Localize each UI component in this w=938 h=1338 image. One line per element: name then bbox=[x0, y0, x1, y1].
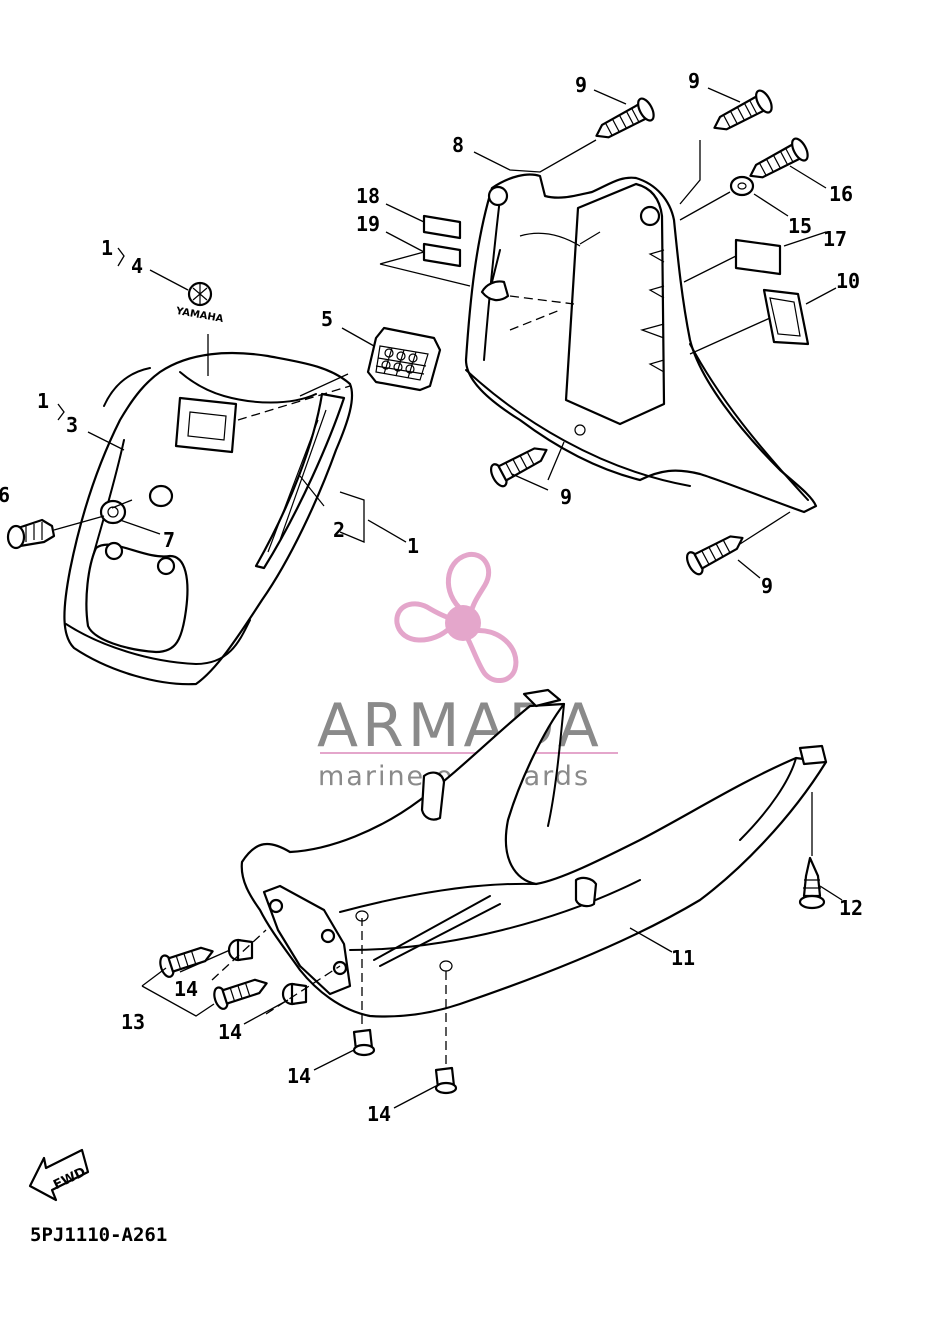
fwd-arrow-icon: FWD bbox=[28, 1148, 90, 1202]
screw-9-middle bbox=[489, 447, 548, 488]
screw-6 bbox=[6, 518, 56, 550]
callout-14: 14 bbox=[174, 977, 198, 1001]
seal-10 bbox=[762, 288, 810, 346]
footrest-board bbox=[240, 688, 828, 1018]
callout-9: 9 bbox=[575, 73, 587, 97]
screw-9-lower bbox=[685, 535, 744, 576]
callout-6: 6 bbox=[0, 483, 10, 507]
callout-3: 3 bbox=[66, 413, 78, 437]
diagram-code: 5PJ1110-A261 bbox=[30, 1224, 167, 1246]
callout-1: 1 bbox=[37, 389, 49, 413]
callout-15: 15 bbox=[788, 214, 812, 238]
emblem-text: YAMAHA bbox=[174, 306, 224, 325]
grille-part bbox=[366, 326, 442, 392]
callout-5: 5 bbox=[321, 307, 333, 331]
callout-9: 9 bbox=[560, 485, 572, 509]
grommet-14-b bbox=[281, 982, 308, 1006]
callout-labels: 9 9 8 16 18 19 15 17 1 4 10 5 1 3 9 6 2 … bbox=[0, 69, 863, 1126]
callout-16: 16 bbox=[829, 182, 853, 206]
callout-9: 9 bbox=[761, 574, 773, 598]
leader-lines bbox=[53, 87, 843, 1109]
screw-12 bbox=[798, 856, 826, 910]
decal-17 bbox=[734, 238, 782, 276]
callout-1: 1 bbox=[101, 236, 113, 260]
screw-16 bbox=[749, 137, 809, 179]
callout-10: 10 bbox=[836, 269, 860, 293]
grommet-14-c bbox=[352, 1028, 376, 1057]
callout-4: 4 bbox=[131, 254, 143, 278]
callout-12: 12 bbox=[839, 896, 863, 920]
armada-watermark: ARMADA marine outboards bbox=[317, 551, 618, 792]
callout-9: 9 bbox=[688, 69, 700, 93]
grommet-14-d bbox=[434, 1066, 458, 1095]
callout-11: 11 bbox=[671, 946, 695, 970]
decals-group bbox=[422, 175, 810, 346]
callout-14: 14 bbox=[287, 1064, 311, 1088]
decal-19 bbox=[422, 242, 462, 268]
washer-7 bbox=[99, 499, 127, 525]
callout-8: 8 bbox=[452, 133, 464, 157]
propeller-logo bbox=[394, 551, 519, 683]
screw-9-top-left bbox=[595, 97, 655, 139]
screw-9-top-right bbox=[713, 89, 773, 131]
callout-7: 7 bbox=[163, 528, 175, 552]
leg-shield-front bbox=[63, 351, 354, 686]
screw-13-upper bbox=[159, 946, 214, 978]
callout-18: 18 bbox=[356, 184, 380, 208]
callout-17: 17 bbox=[823, 227, 847, 251]
yamaha-emblem: YAMAHA bbox=[174, 281, 224, 325]
collar-15 bbox=[729, 175, 755, 197]
callout-13: 13 bbox=[121, 1010, 145, 1034]
grommet-14-a bbox=[227, 938, 254, 962]
callout-14: 14 bbox=[218, 1020, 242, 1044]
screw-13-lower bbox=[213, 978, 268, 1010]
decal-18 bbox=[422, 214, 462, 240]
callout-2: 2 bbox=[333, 518, 345, 542]
callout-14: 14 bbox=[367, 1102, 391, 1126]
callout-19: 19 bbox=[356, 212, 380, 236]
inner-panel bbox=[464, 173, 818, 514]
callout-1: 1 bbox=[407, 534, 419, 558]
